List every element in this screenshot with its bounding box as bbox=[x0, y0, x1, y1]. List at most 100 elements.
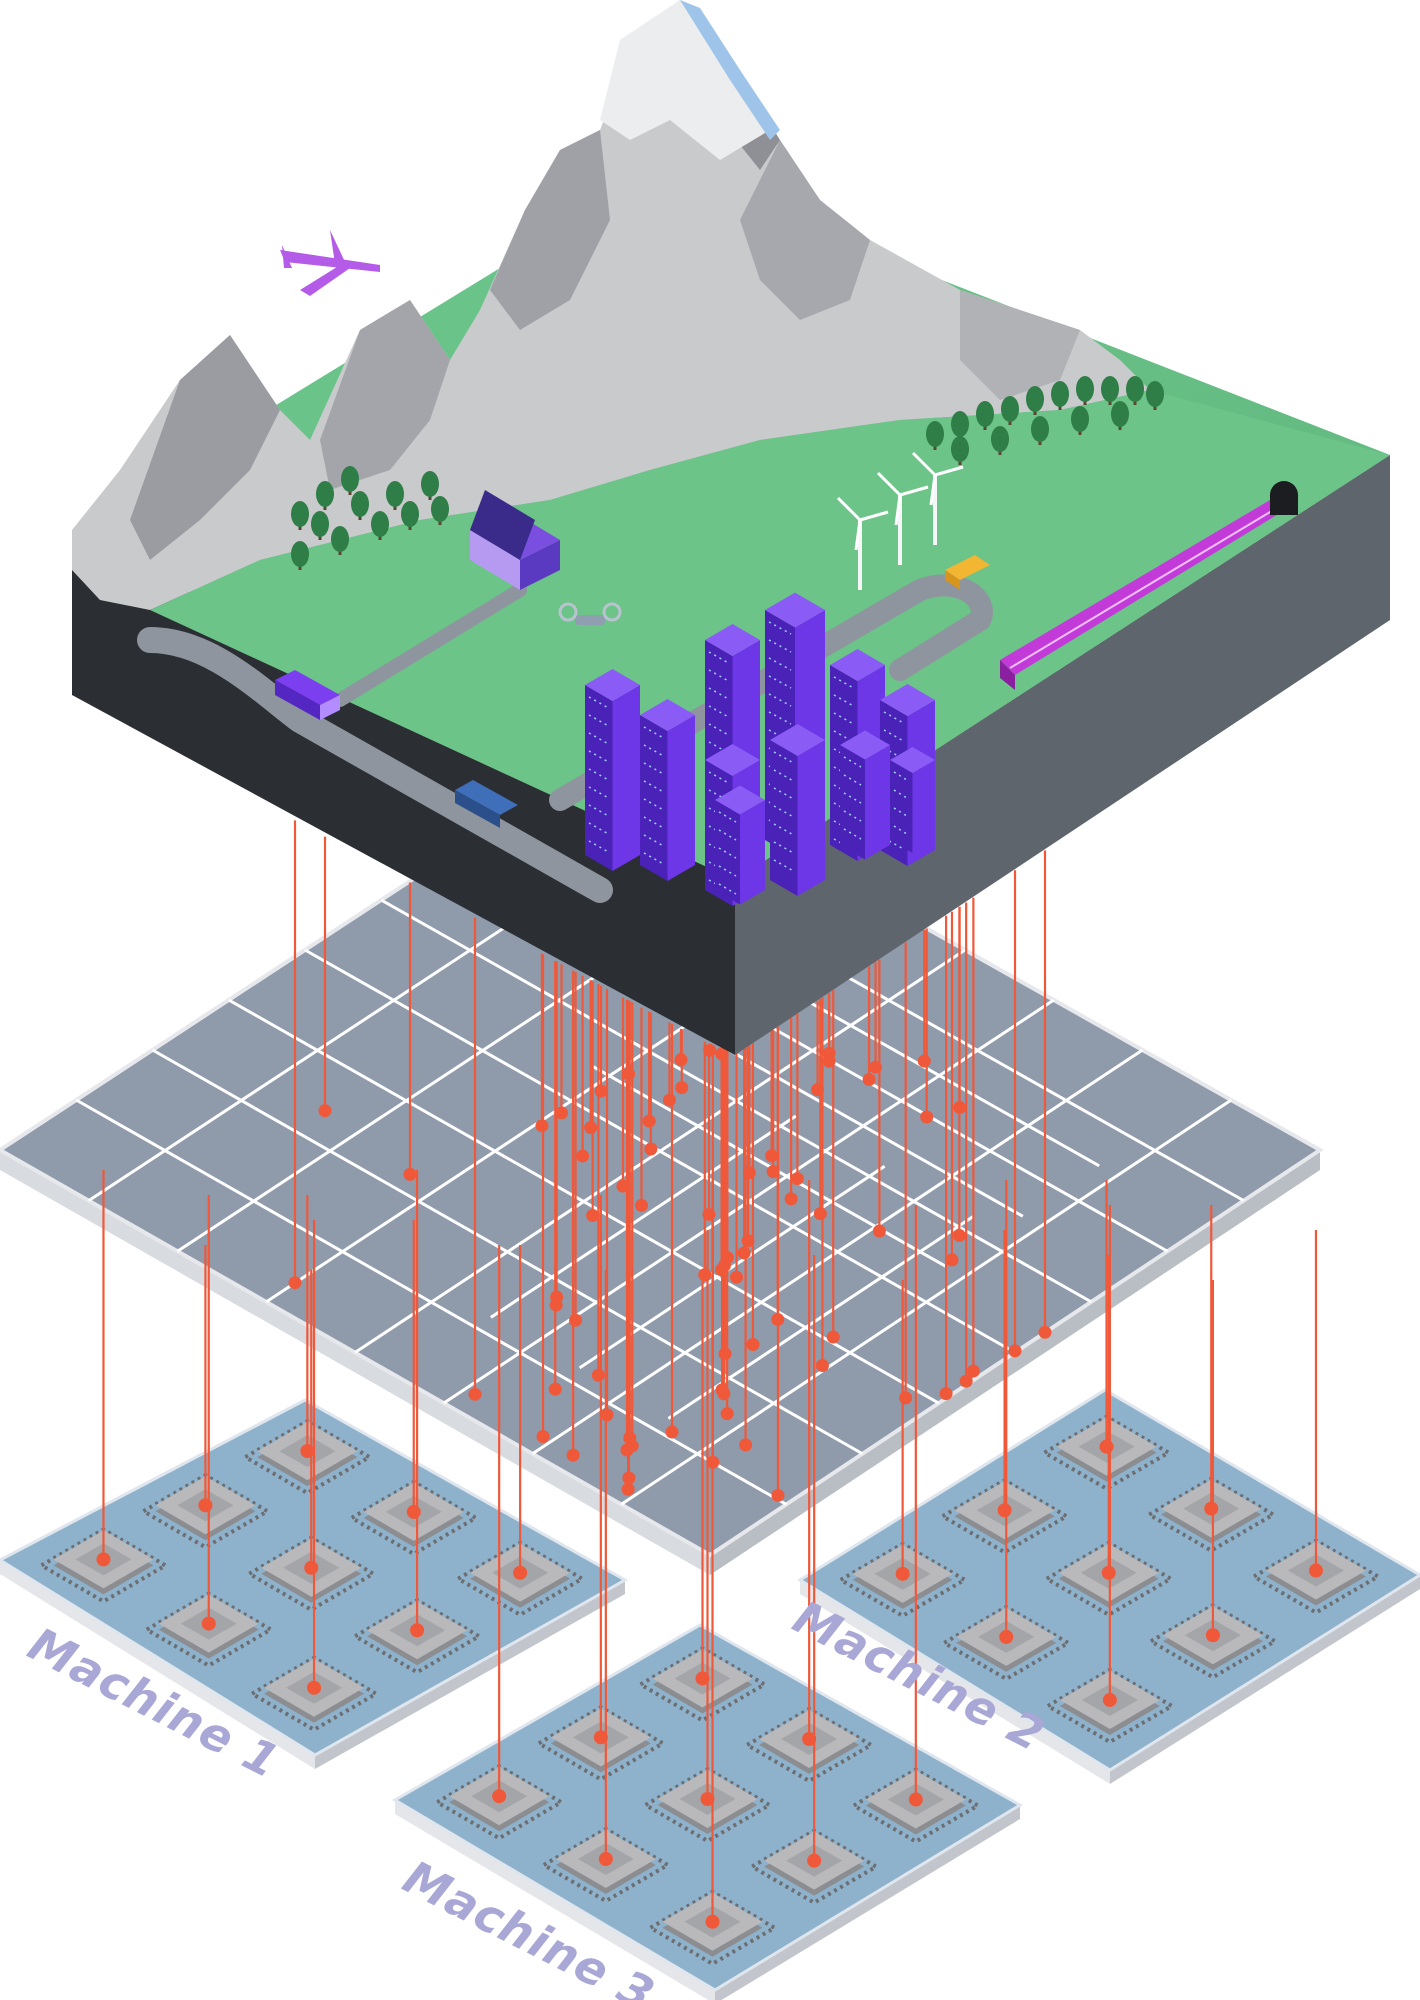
tree-crown bbox=[1001, 396, 1019, 422]
cell-node bbox=[591, 1368, 605, 1382]
tower-windows bbox=[768, 711, 792, 725]
cell-node bbox=[1008, 1344, 1022, 1358]
tower-windows bbox=[768, 657, 792, 671]
cell-node bbox=[737, 1246, 751, 1260]
turbine-blade bbox=[894, 494, 902, 526]
chip-pins bbox=[1249, 1538, 1382, 1615]
van-icon bbox=[945, 555, 990, 590]
tree-icon bbox=[351, 491, 369, 520]
wind-turbine-icon bbox=[836, 496, 889, 590]
terrain-to-cell-links bbox=[288, 820, 1052, 1502]
tower-windows bbox=[588, 750, 609, 763]
tower-roof bbox=[830, 649, 885, 681]
chip-pins bbox=[37, 1527, 170, 1604]
cell-node bbox=[616, 1179, 630, 1193]
cell-node bbox=[766, 1165, 780, 1179]
tower-windows bbox=[883, 711, 904, 724]
tree-crown bbox=[371, 511, 389, 537]
tower-roof bbox=[640, 699, 695, 731]
cell-node bbox=[826, 1330, 840, 1344]
turbine-blade bbox=[929, 474, 937, 506]
tower-roof bbox=[880, 684, 935, 716]
tower-right bbox=[865, 745, 890, 860]
tower-windows bbox=[773, 787, 794, 800]
tower-roof bbox=[890, 746, 935, 774]
roads bbox=[137, 574, 993, 903]
tree-icon bbox=[951, 436, 969, 465]
tower-windows bbox=[588, 822, 609, 835]
cell-node bbox=[811, 1083, 825, 1097]
chip-pins bbox=[245, 1535, 378, 1613]
tree-crown bbox=[291, 501, 309, 527]
chip-pins bbox=[743, 1706, 876, 1784]
cell-node bbox=[715, 1383, 729, 1397]
chip-pins bbox=[1042, 1540, 1175, 1618]
cell-node bbox=[318, 1104, 332, 1118]
tower-right bbox=[740, 800, 765, 905]
tree-crown bbox=[311, 511, 329, 537]
cell-node bbox=[403, 1167, 417, 1181]
tree-icon bbox=[976, 401, 994, 430]
cell-node bbox=[566, 1448, 580, 1462]
tower-windows bbox=[643, 798, 664, 811]
tree-icon bbox=[371, 511, 389, 540]
city-towers bbox=[585, 592, 935, 906]
cell-node bbox=[584, 1121, 598, 1135]
chip-pins bbox=[1146, 1602, 1279, 1680]
cell-node bbox=[869, 1060, 883, 1074]
chip-icon bbox=[1043, 1667, 1176, 1745]
tower-windows bbox=[768, 675, 792, 689]
tower-icon bbox=[890, 746, 935, 854]
cell-node bbox=[939, 1387, 953, 1401]
grid-line bbox=[354, 948, 966, 1354]
cell-node bbox=[718, 1347, 732, 1361]
board-edge-left bbox=[395, 1800, 715, 2000]
tree-crown bbox=[1111, 401, 1129, 427]
tower-windows bbox=[708, 705, 729, 718]
tree-icon bbox=[291, 501, 309, 530]
tree-icon bbox=[1071, 406, 1089, 435]
tree-icon bbox=[311, 511, 329, 540]
chip-pins bbox=[347, 1479, 480, 1557]
cell-node bbox=[862, 1072, 876, 1086]
cell-node bbox=[622, 1471, 636, 1485]
tree-crown bbox=[1126, 376, 1144, 402]
tree-icon bbox=[926, 421, 944, 450]
tower-right bbox=[797, 740, 825, 896]
tower-windows bbox=[883, 837, 904, 850]
tower-windows bbox=[643, 834, 664, 847]
cell-node bbox=[742, 1166, 756, 1180]
tower-right bbox=[912, 760, 935, 854]
cell-node bbox=[1038, 1325, 1052, 1339]
tower-windows bbox=[833, 694, 854, 707]
airplane-icon bbox=[280, 230, 380, 296]
tree-icon bbox=[1026, 386, 1044, 415]
chip-pins bbox=[1040, 1414, 1173, 1491]
house-solar-icon bbox=[470, 490, 560, 590]
cell-node bbox=[634, 1198, 648, 1212]
cell-node bbox=[586, 1209, 600, 1223]
tree-icon bbox=[1111, 401, 1129, 430]
tower-windows bbox=[643, 744, 664, 757]
tree-crown bbox=[951, 411, 969, 437]
machine-2-board bbox=[797, 1388, 1420, 1784]
turbine-blade bbox=[859, 510, 889, 522]
tree-icon bbox=[1031, 416, 1049, 445]
cell-node bbox=[621, 1482, 635, 1496]
turbine-blade bbox=[854, 519, 862, 551]
tree-icon bbox=[1076, 376, 1094, 405]
turbine-blade bbox=[836, 496, 862, 522]
tower-windows bbox=[708, 669, 729, 682]
tower-windows bbox=[588, 732, 609, 745]
tower-windows bbox=[768, 621, 792, 635]
bus-icon bbox=[455, 780, 518, 828]
chip-pins bbox=[636, 1646, 769, 1723]
turbine-blade bbox=[934, 465, 964, 477]
tower-windows bbox=[708, 771, 729, 784]
tower-roof bbox=[585, 669, 640, 701]
cell-node bbox=[569, 1313, 583, 1327]
tower-windows bbox=[588, 768, 609, 781]
tree-icon bbox=[1126, 376, 1144, 405]
chip-pins bbox=[938, 1477, 1071, 1555]
